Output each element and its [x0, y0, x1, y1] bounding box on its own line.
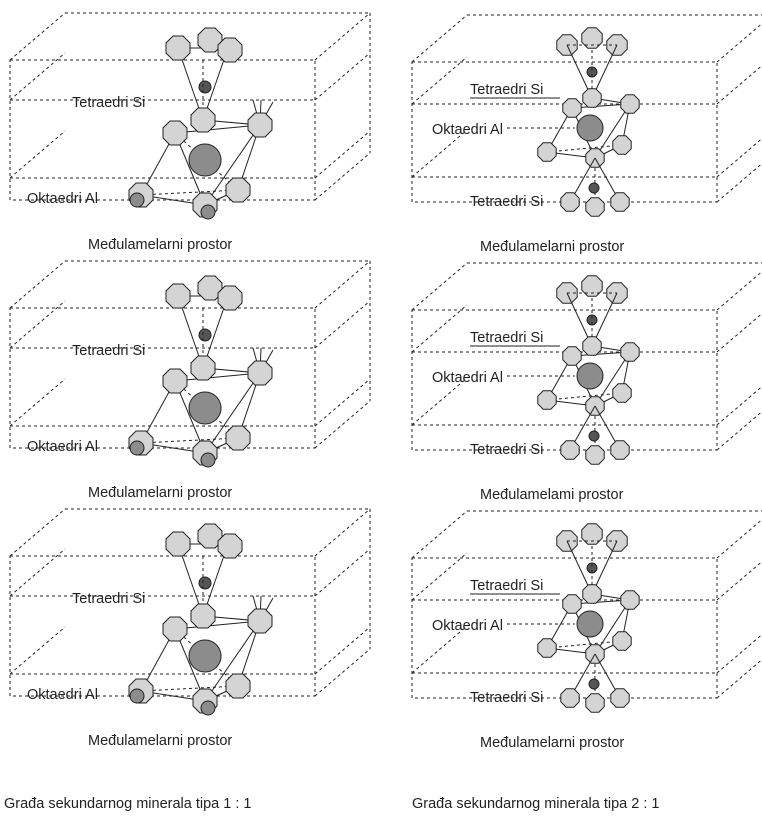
label-oktaedri-al: Oktaedri Al [432, 122, 503, 138]
mineral-1-1-column: Tetraedri Si Oktaedri Al Međulamelarni pro… [9, 12, 371, 749]
caption-type-1-1: Građa sekundarnog minerala tipa 1 : 1 [4, 796, 251, 812]
silicon-atom [588, 430, 600, 442]
oxygen-atom [562, 346, 582, 366]
oxygen-atom [197, 523, 223, 549]
label-oktaedri-al: Oktaedri Al [432, 618, 503, 634]
oxygen-atom [162, 616, 188, 642]
label-interlayer-space: Međulamelarni prostor [88, 485, 232, 501]
hydroxyl-atom [200, 700, 216, 716]
oxygen-atom [217, 533, 243, 559]
oxygen-atom [190, 107, 216, 133]
oxygen-atom [247, 360, 273, 386]
label-oktaedri-al: Oktaedri Al [27, 191, 98, 207]
label-tetraedri-si-bottom: Tetraedri Si [470, 690, 543, 706]
oxygen-atom [610, 440, 630, 460]
oxygen-atom [582, 336, 602, 356]
oxygen-atom [537, 142, 557, 162]
oxygen-atom [190, 603, 216, 629]
oxygen-atom [610, 688, 630, 708]
oxygen-atom [247, 112, 273, 138]
label-tetraedri-si-bottom: Tetraedri Si [470, 194, 543, 210]
oxygen-atom [162, 368, 188, 394]
oxygen-atom [585, 197, 605, 217]
label-tetraedri-si: Tetraedri Si [72, 591, 145, 607]
silicon-atom [588, 678, 600, 690]
oxygen-atom [620, 342, 640, 362]
label-tetraedri-si: Tetraedri Si [72, 95, 145, 111]
silicon-atom [588, 182, 600, 194]
mineral-1-1-panel: Tetraedri Si Oktaedri Al Međulamelarni pro… [9, 260, 371, 501]
mineral-1-1-panel: Tetraedri Si Oktaedri Al Međulamelarni pro… [9, 12, 371, 253]
oxygen-atom [225, 425, 251, 451]
oxygen-atom [190, 355, 216, 381]
oxygen-atom [581, 27, 603, 49]
label-oktaedri-al: Oktaedri Al [27, 439, 98, 455]
oxygen-atom [581, 523, 603, 545]
label-tetraedri-si-top: Tetraedri Si [470, 330, 543, 346]
label-tetraedri-si-top: Tetraedri Si [470, 82, 543, 98]
hydroxyl-atom [200, 204, 216, 220]
oxygen-atom [165, 283, 191, 309]
label-tetraedri-si: Tetraedri Si [72, 343, 145, 359]
oxygen-atom [610, 192, 630, 212]
label-interlayer-space: Međulamelarni prostor [88, 237, 232, 253]
oxygen-atom [560, 688, 580, 708]
hydroxyl-atom [129, 688, 145, 704]
label-interlayer-space: Međulamelarni prostor [480, 735, 624, 751]
oxygen-atom [620, 590, 640, 610]
oxygen-atom [247, 608, 273, 634]
silicon-atom [198, 576, 212, 590]
label-oktaedri-al: Oktaedri Al [27, 687, 98, 703]
oxygen-atom [217, 37, 243, 63]
silicon-atom [198, 80, 212, 94]
oxygen-atom [162, 120, 188, 146]
aluminium-atom [576, 114, 604, 142]
mineral-2-1-panel: Tetraedri Si Oktaedri Al Tetraedri Si Međul… [411, 14, 762, 255]
oxygen-atom [560, 192, 580, 212]
aluminium-atom [188, 639, 222, 673]
oxygen-atom [612, 135, 632, 155]
oxygen-atom [537, 390, 557, 410]
silicon-atom [198, 328, 212, 342]
oxygen-atom [197, 275, 223, 301]
oxygen-atom [620, 94, 640, 114]
aluminium-atom [576, 362, 604, 390]
oxygen-atom [537, 638, 557, 658]
label-interlayer-space: Međulamelarni prostor [480, 239, 624, 255]
aluminium-atom [188, 391, 222, 425]
oxygen-atom [562, 594, 582, 614]
label-interlayer-space: Međulamelami prostor [480, 487, 624, 503]
oxygen-atom [612, 631, 632, 651]
mineral-1-1-panel: Tetraedri Si Oktaedri Al Međulamelarni pro… [9, 508, 371, 749]
oxygen-atom [582, 584, 602, 604]
label-tetraedri-si-top: Tetraedri Si [470, 578, 543, 594]
hydroxyl-atom [129, 440, 145, 456]
oxygen-atom [585, 445, 605, 465]
oxygen-atom [165, 531, 191, 557]
aluminium-atom [576, 610, 604, 638]
oxygen-atom [581, 275, 603, 297]
label-tetraedri-si-bottom: Tetraedri Si [470, 442, 543, 458]
label-interlayer-space: Međulamelarni prostor [88, 733, 232, 749]
mineral-2-1-column: Tetraedri Si Oktaedri Al Tetraedri Si Međul… [411, 14, 762, 751]
oxygen-atom [562, 98, 582, 118]
caption-type-2-1: Građa sekundarnog minerala tipa 2 : 1 [412, 796, 659, 812]
oxygen-atom [197, 27, 223, 53]
hydroxyl-atom [200, 452, 216, 468]
oxygen-atom [582, 88, 602, 108]
hydroxyl-atom [129, 192, 145, 208]
oxygen-atom [217, 285, 243, 311]
oxygen-atom [225, 177, 251, 203]
aluminium-atom [188, 143, 222, 177]
mineral-2-1-panel: Tetraedri Si Oktaedri Al Tetraedri Si Međul… [411, 262, 762, 503]
oxygen-atom [585, 693, 605, 713]
oxygen-atom [225, 673, 251, 699]
oxygen-atom [560, 440, 580, 460]
label-oktaedri-al: Oktaedri Al [432, 370, 503, 386]
oxygen-atom [612, 383, 632, 403]
oxygen-atom [165, 35, 191, 61]
mineral-2-1-panel: Tetraedri Si Oktaedri Al Tetraedri Si Međul… [411, 510, 762, 751]
